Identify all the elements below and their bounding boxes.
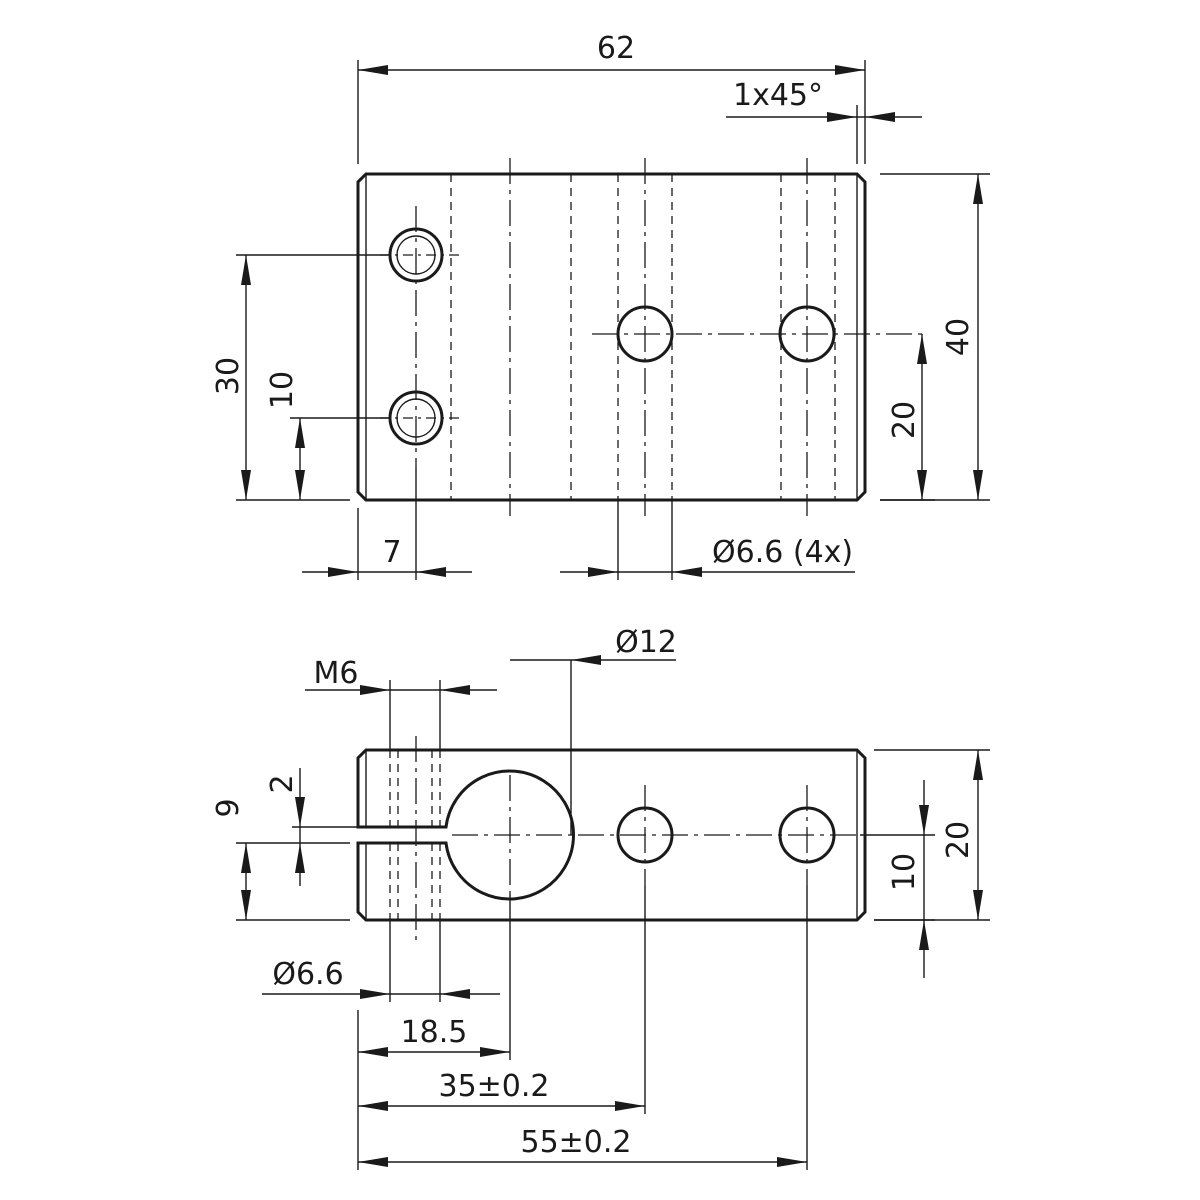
dim-slot-width-2: 2: [265, 768, 358, 886]
mount-hole-1: [616, 305, 674, 363]
side-view-center-lines: [415, 736, 860, 940]
dim-side-height-20: 20: [874, 749, 990, 921]
mount-hole-2: [778, 305, 836, 363]
dim-hole-spacing-30: 30: [211, 254, 390, 501]
dim-slot-width-label: 2: [265, 774, 300, 793]
dim-hole-offset-10: 10: [265, 371, 390, 500]
dim-thread-m6: M6: [305, 656, 497, 750]
side-mount-hole-1: [616, 806, 674, 864]
dim-hole1-pos-35: 35±0.2: [358, 1069, 645, 1111]
dim-counterbore-6-6: Ø6.6: [262, 920, 500, 1002]
dim-slot-height-9: 9: [211, 798, 350, 921]
dim-hole-offset-label: 10: [265, 371, 300, 409]
dim-height-label: 40: [941, 318, 976, 356]
top-view-outline: [356, 172, 867, 502]
dim-bore-pos-label: 18.5: [401, 1015, 468, 1050]
side-view-hidden-lines: [389, 750, 441, 920]
dim-edge-offset-label: 7: [382, 535, 401, 570]
side-view: M6 Ø12 9 2: [211, 625, 990, 1170]
dim-side-center-10: 10: [860, 780, 935, 978]
dim-edge-offset-7: 7: [302, 468, 472, 580]
dim-bore-12: Ø12: [510, 625, 677, 835]
dim-height-40: 40: [880, 173, 990, 501]
dim-chamfer: 1x45°: [726, 78, 922, 164]
dim-center-height-20: 20: [880, 334, 935, 501]
dim-hole2-pos-label: 55±0.2: [520, 1125, 631, 1160]
dim-hole-diameter: Ø6.6 (4x): [560, 500, 855, 580]
dim-thread-label: M6: [314, 656, 359, 691]
dim-hole1-pos-label: 35±0.2: [438, 1069, 549, 1104]
dim-hole2-pos-55: 55±0.2: [358, 1125, 807, 1167]
dim-center-height-label: 20: [887, 401, 922, 439]
dim-side-height-label: 20: [941, 821, 976, 859]
dim-counterbore-label: Ø6.6: [272, 957, 343, 992]
side-view-outline: [356, 748, 867, 922]
dim-bore-pos-18-5: 18.5: [358, 1015, 510, 1057]
dim-hole-diameter-label: Ø6.6 (4x): [712, 535, 853, 570]
top-view-hidden-lines: [450, 174, 836, 500]
dim-length-label: 62: [597, 31, 635, 66]
top-view-center-lines: [380, 158, 925, 516]
dim-length-62: 62: [357, 31, 866, 164]
top-view: 62 1x45° 40 20: [211, 31, 990, 580]
dim-side-center-label: 10: [887, 853, 922, 891]
dim-slot-height-label: 9: [211, 798, 246, 817]
dim-hole-spacing-label: 30: [211, 357, 246, 395]
side-mount-hole-2: [778, 806, 836, 864]
dim-bore-label: Ø12: [615, 625, 677, 660]
dim-chamfer-label: 1x45°: [733, 78, 823, 113]
